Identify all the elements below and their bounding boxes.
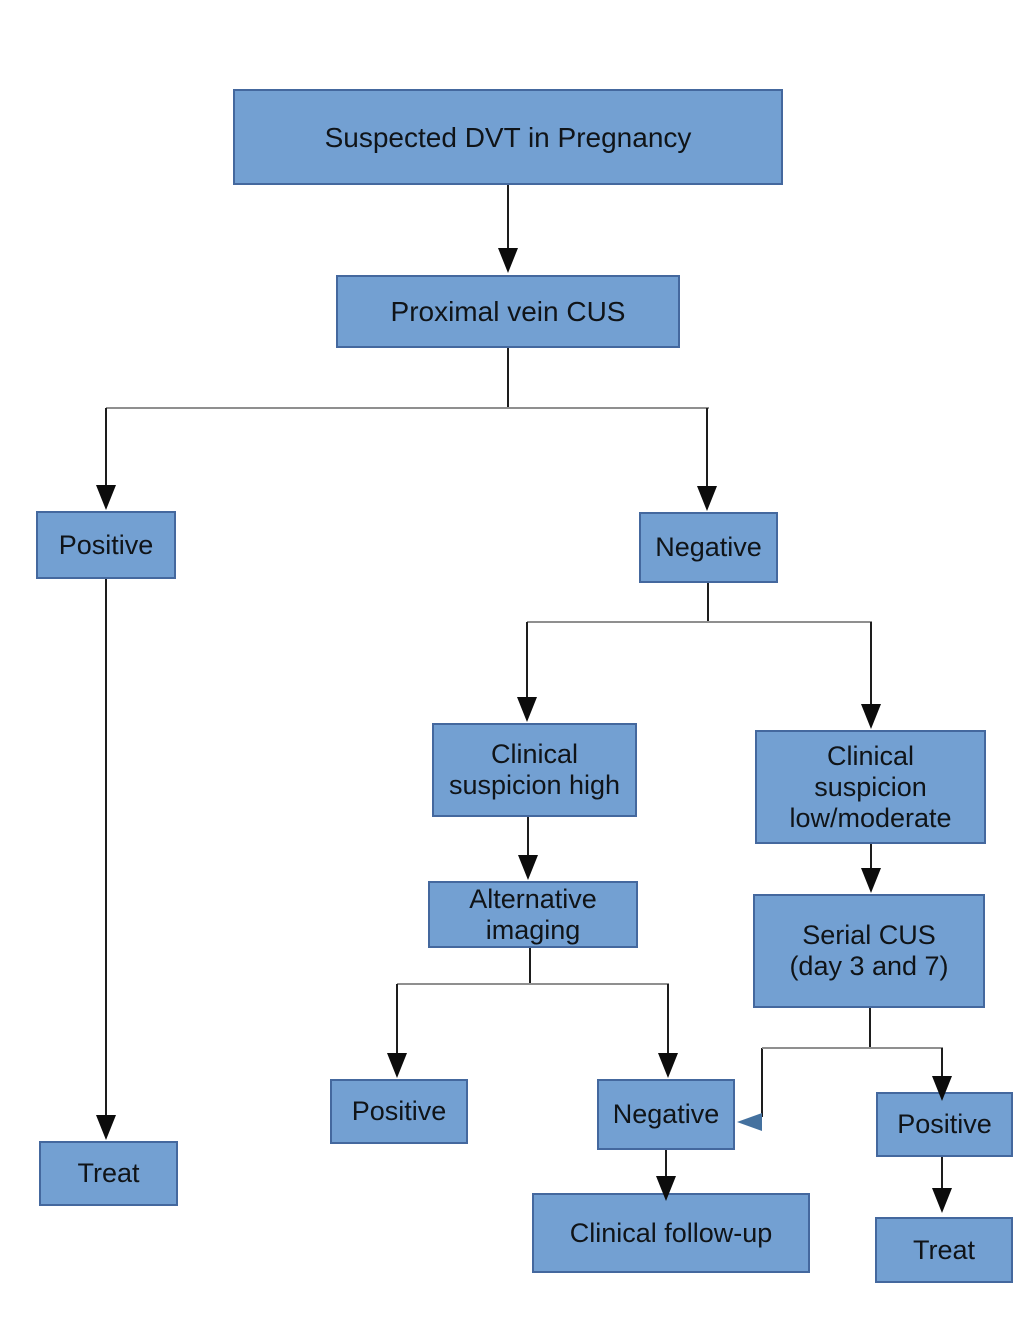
arrow-down-icon (387, 1053, 407, 1078)
flow-node-imaging-negative: Negative (597, 1079, 735, 1150)
arrow-down-icon (96, 485, 116, 510)
flow-node-label-cus-negative: Negative (655, 532, 762, 562)
arrow-down-icon (932, 1076, 952, 1101)
flow-node-label-clinical-followup: Clinical follow-up (569, 1217, 773, 1248)
connector-line (105, 579, 107, 1120)
connector-line (761, 1048, 763, 1117)
flow-node-imaging-positive: Positive (330, 1079, 468, 1144)
flow-node-proximal-cus: Proximal vein CUS (336, 275, 680, 348)
arrow-down-icon (932, 1188, 952, 1213)
flow-node-label-treat-left: Treat (77, 1158, 140, 1188)
arrow-down-icon (96, 1115, 116, 1140)
arrow-down-icon (517, 697, 537, 722)
flow-node-label-imaging-positive: Positive (351, 1096, 447, 1126)
connector-tree-line (527, 621, 872, 623)
flow-node-treat-left: Treat (39, 1141, 178, 1206)
arrow-down-icon (861, 704, 881, 729)
arrow-down-icon (861, 868, 881, 893)
arrow-down-icon (697, 486, 717, 511)
connector-line (105, 408, 107, 490)
connector-line (870, 622, 872, 709)
flow-node-label-proximal-cus: Proximal vein CUS (390, 296, 626, 327)
flow-node-label-suspicion-high: Clinical suspicion high (448, 739, 621, 800)
flow-node-suspected-dvt: Suspected DVT in Pregnancy (233, 89, 783, 185)
arrow-down-icon (656, 1176, 676, 1201)
connector-line (665, 1150, 667, 1181)
connector-tree-line (762, 1047, 943, 1049)
flow-node-suspicion-low: Clinical suspicion low/moderate (755, 730, 986, 844)
connector-line (941, 1157, 943, 1193)
arrow-down-icon (498, 248, 518, 273)
flow-node-cus-negative: Negative (639, 512, 778, 583)
flow-node-label-treat-right: Treat (912, 1234, 975, 1265)
connector-line (870, 844, 872, 873)
connector-line (507, 185, 509, 253)
flow-node-label-alternative-imaging: Alternative imaging (469, 883, 597, 945)
connector-line (667, 984, 669, 1058)
flow-node-cus-positive: Positive (36, 511, 176, 579)
flow-node-treat-right: Treat (875, 1217, 1013, 1283)
connector-line (527, 817, 529, 860)
connector-line (396, 984, 398, 1058)
flow-node-alternative-imaging: Alternative imaging (428, 881, 638, 948)
flow-node-serial-cus: Serial CUS (day 3 and 7) (753, 894, 985, 1008)
flow-node-label-suspicion-low: Clinical suspicion low/moderate (789, 740, 952, 833)
flow-node-label-serial-positive: Positive (897, 1109, 992, 1139)
connector-line (706, 408, 708, 491)
arrow-down-icon (518, 855, 538, 880)
connector-line (869, 1008, 871, 1049)
connector-line (941, 1048, 943, 1081)
arrow-down-icon (658, 1053, 678, 1078)
connector-tree-line (106, 407, 709, 409)
flow-node-suspicion-high: Clinical suspicion high (432, 723, 637, 817)
flow-node-label-imaging-negative: Negative (612, 1099, 720, 1129)
flow-node-label-serial-cus: Serial CUS (day 3 and 7) (789, 920, 949, 981)
arrow-left-icon (737, 1113, 762, 1131)
flow-node-label-cus-positive: Positive (58, 529, 154, 560)
connector-line (529, 948, 531, 985)
flow-node-clinical-followup: Clinical follow-up (532, 1193, 810, 1273)
connector-line (526, 622, 528, 702)
flow-node-serial-positive: Positive (876, 1092, 1013, 1157)
flow-node-label-suspected-dvt: Suspected DVT in Pregnancy (324, 121, 692, 153)
connector-tree-line (397, 983, 669, 985)
connector-line (707, 583, 709, 623)
connector-line (507, 348, 509, 408)
